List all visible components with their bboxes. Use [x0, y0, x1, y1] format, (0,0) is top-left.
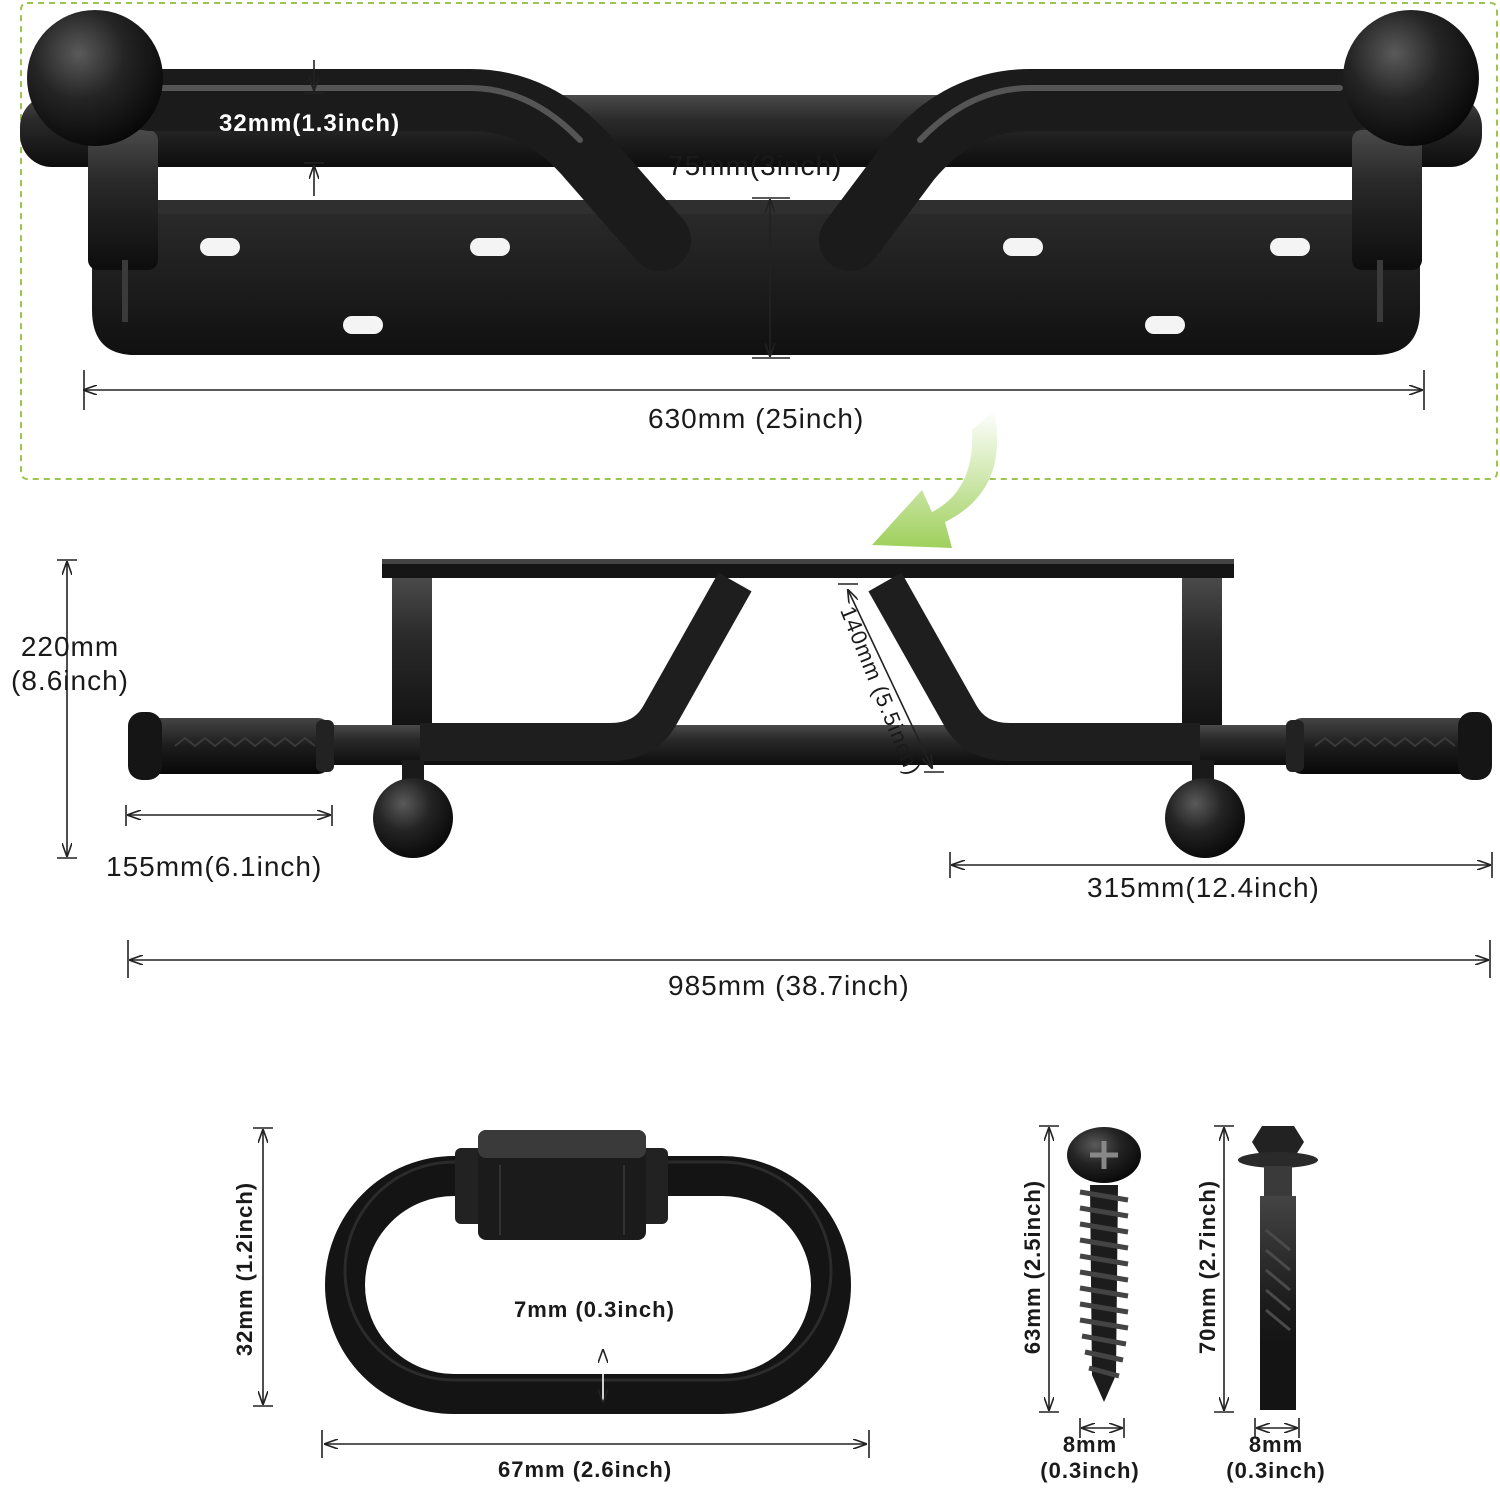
quick-link-icon: [325, 1130, 851, 1414]
mounting-bracket-icon: [20, 10, 1482, 355]
dimension-arrow-icon: [57, 559, 1493, 978]
link-thickness-label: 7mm (0.3inch): [514, 1297, 675, 1322]
bolt-diameter-in: (0.3inch): [1226, 1458, 1326, 1483]
screw-diameter-label: 8mm (0.3inch): [1030, 1432, 1150, 1484]
arm-length-label: 140mm (5.5inch): [835, 602, 926, 779]
screw-diameter-in: (0.3inch): [1040, 1458, 1140, 1483]
bar-height-label: 220mm (8.6inch): [0, 630, 140, 698]
pull-up-bar-icon: [128, 559, 1492, 858]
dimension-arrow-icon: [1039, 1125, 1125, 1438]
dimension-arrow-icon: [253, 1127, 870, 1458]
dimension-arrow-icon: [1214, 1125, 1300, 1438]
bolt-length-label: 70mm (2.7inch): [1195, 1179, 1221, 1355]
grip-length-label: 155mm(6.1inch): [106, 851, 323, 882]
bar-height-in: (8.6inch): [11, 665, 129, 696]
bolt-diameter-label: 8mm (0.3inch): [1216, 1432, 1336, 1484]
half-width-label: 315mm(12.4inch): [1087, 872, 1320, 903]
plate-height-label: 75mm(3inch): [668, 150, 843, 181]
link-height-label: 32mm (1.2inch): [232, 1181, 258, 1357]
wood-screw-icon: [1067, 1127, 1141, 1402]
curved-arrow-icon: [872, 410, 998, 548]
tube-diameter-label: 32mm(1.3inch): [219, 110, 401, 137]
total-width-label: 985mm (38.7inch): [668, 970, 910, 1001]
bolt-diameter-mm: 8mm: [1248, 1432, 1304, 1457]
screw-diameter-mm: 8mm: [1062, 1432, 1118, 1457]
bar-height-mm: 220mm: [20, 631, 120, 662]
screw-length-label: 63mm (2.5inch): [1020, 1179, 1046, 1355]
bracket-detail-panel: [20, 2, 1498, 480]
link-width-label: 67mm (2.6inch): [498, 1457, 673, 1482]
plate-width-label: 630mm (25inch): [648, 403, 865, 434]
anchor-bolt-icon: [1238, 1126, 1318, 1410]
dimension-arrow-icon: [84, 60, 1425, 410]
